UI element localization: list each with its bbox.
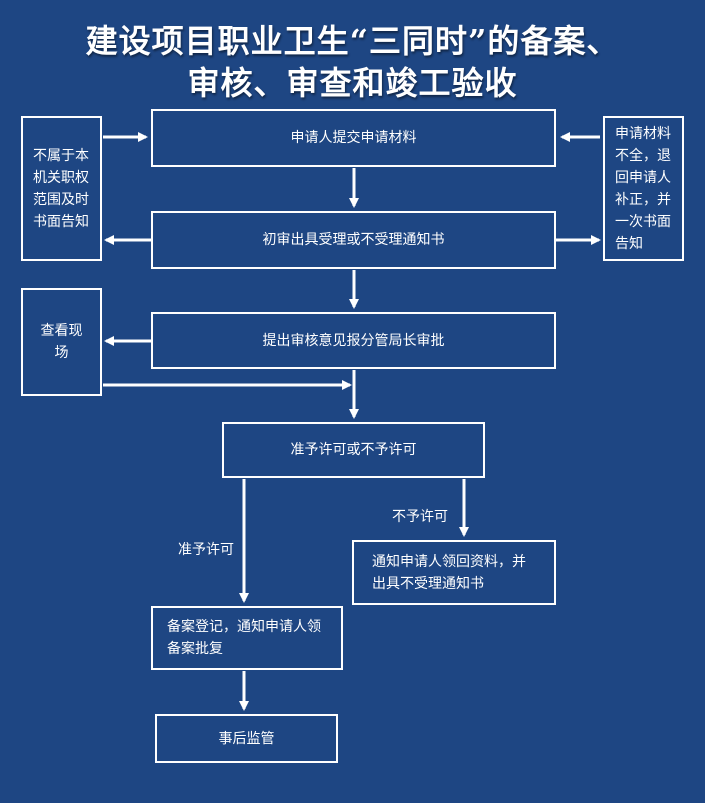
node-record-text: 备案登记，通知申请人领备案批复 xyxy=(167,619,321,657)
node-opinion-text: 提出审核意见报分管局长审批 xyxy=(262,332,445,349)
node-decision: 准予许可或不予许可 xyxy=(222,422,485,478)
node-initial-review-text: 初审出具受理或不受理通知书 xyxy=(262,232,445,248)
node-out-of-scope-text: 不属于本机关职权范围及时书面告知 xyxy=(33,147,89,230)
node-opinion: 提出审核意见报分管局长审批 xyxy=(151,312,556,369)
label-approve: 准予许可 xyxy=(178,542,234,558)
node-decision-text: 准予许可或不予许可 xyxy=(290,442,417,458)
page-title-line-2: 审核、审查和竣工验收 xyxy=(187,64,518,102)
label-deny: 不予许可 xyxy=(392,509,448,525)
node-site-visit-text: 查看现场 xyxy=(40,323,83,361)
node-incomplete-text: 申请材料不全，退回申请人补正，并一次书面告知 xyxy=(615,125,671,252)
node-reject-notice: 通知申请人领回资料，并出具不受理通知书 xyxy=(352,540,556,605)
node-supervision-text: 事后监管 xyxy=(218,730,275,747)
node-out-of-scope: 不属于本机关职权范围及时书面告知 xyxy=(21,116,102,261)
node-site-visit: 查看现场 xyxy=(21,288,102,396)
node-incomplete: 申请材料不全，退回申请人补正，并一次书面告知 xyxy=(603,116,684,261)
page-title-line-1: 建设项目职业卫生“三同时”的备案、 xyxy=(85,22,620,60)
node-reject-notice-text: 通知申请人领回资料，并出具不受理通知书 xyxy=(372,553,526,592)
node-submit: 申请人提交申请材料 xyxy=(151,109,556,167)
node-supervision: 事后监管 xyxy=(155,714,338,763)
node-initial-review: 初审出具受理或不受理通知书 xyxy=(151,211,556,269)
node-submit-text: 申请人提交申请材料 xyxy=(290,130,417,146)
node-record: 备案登记，通知申请人领备案批复 xyxy=(151,606,343,670)
